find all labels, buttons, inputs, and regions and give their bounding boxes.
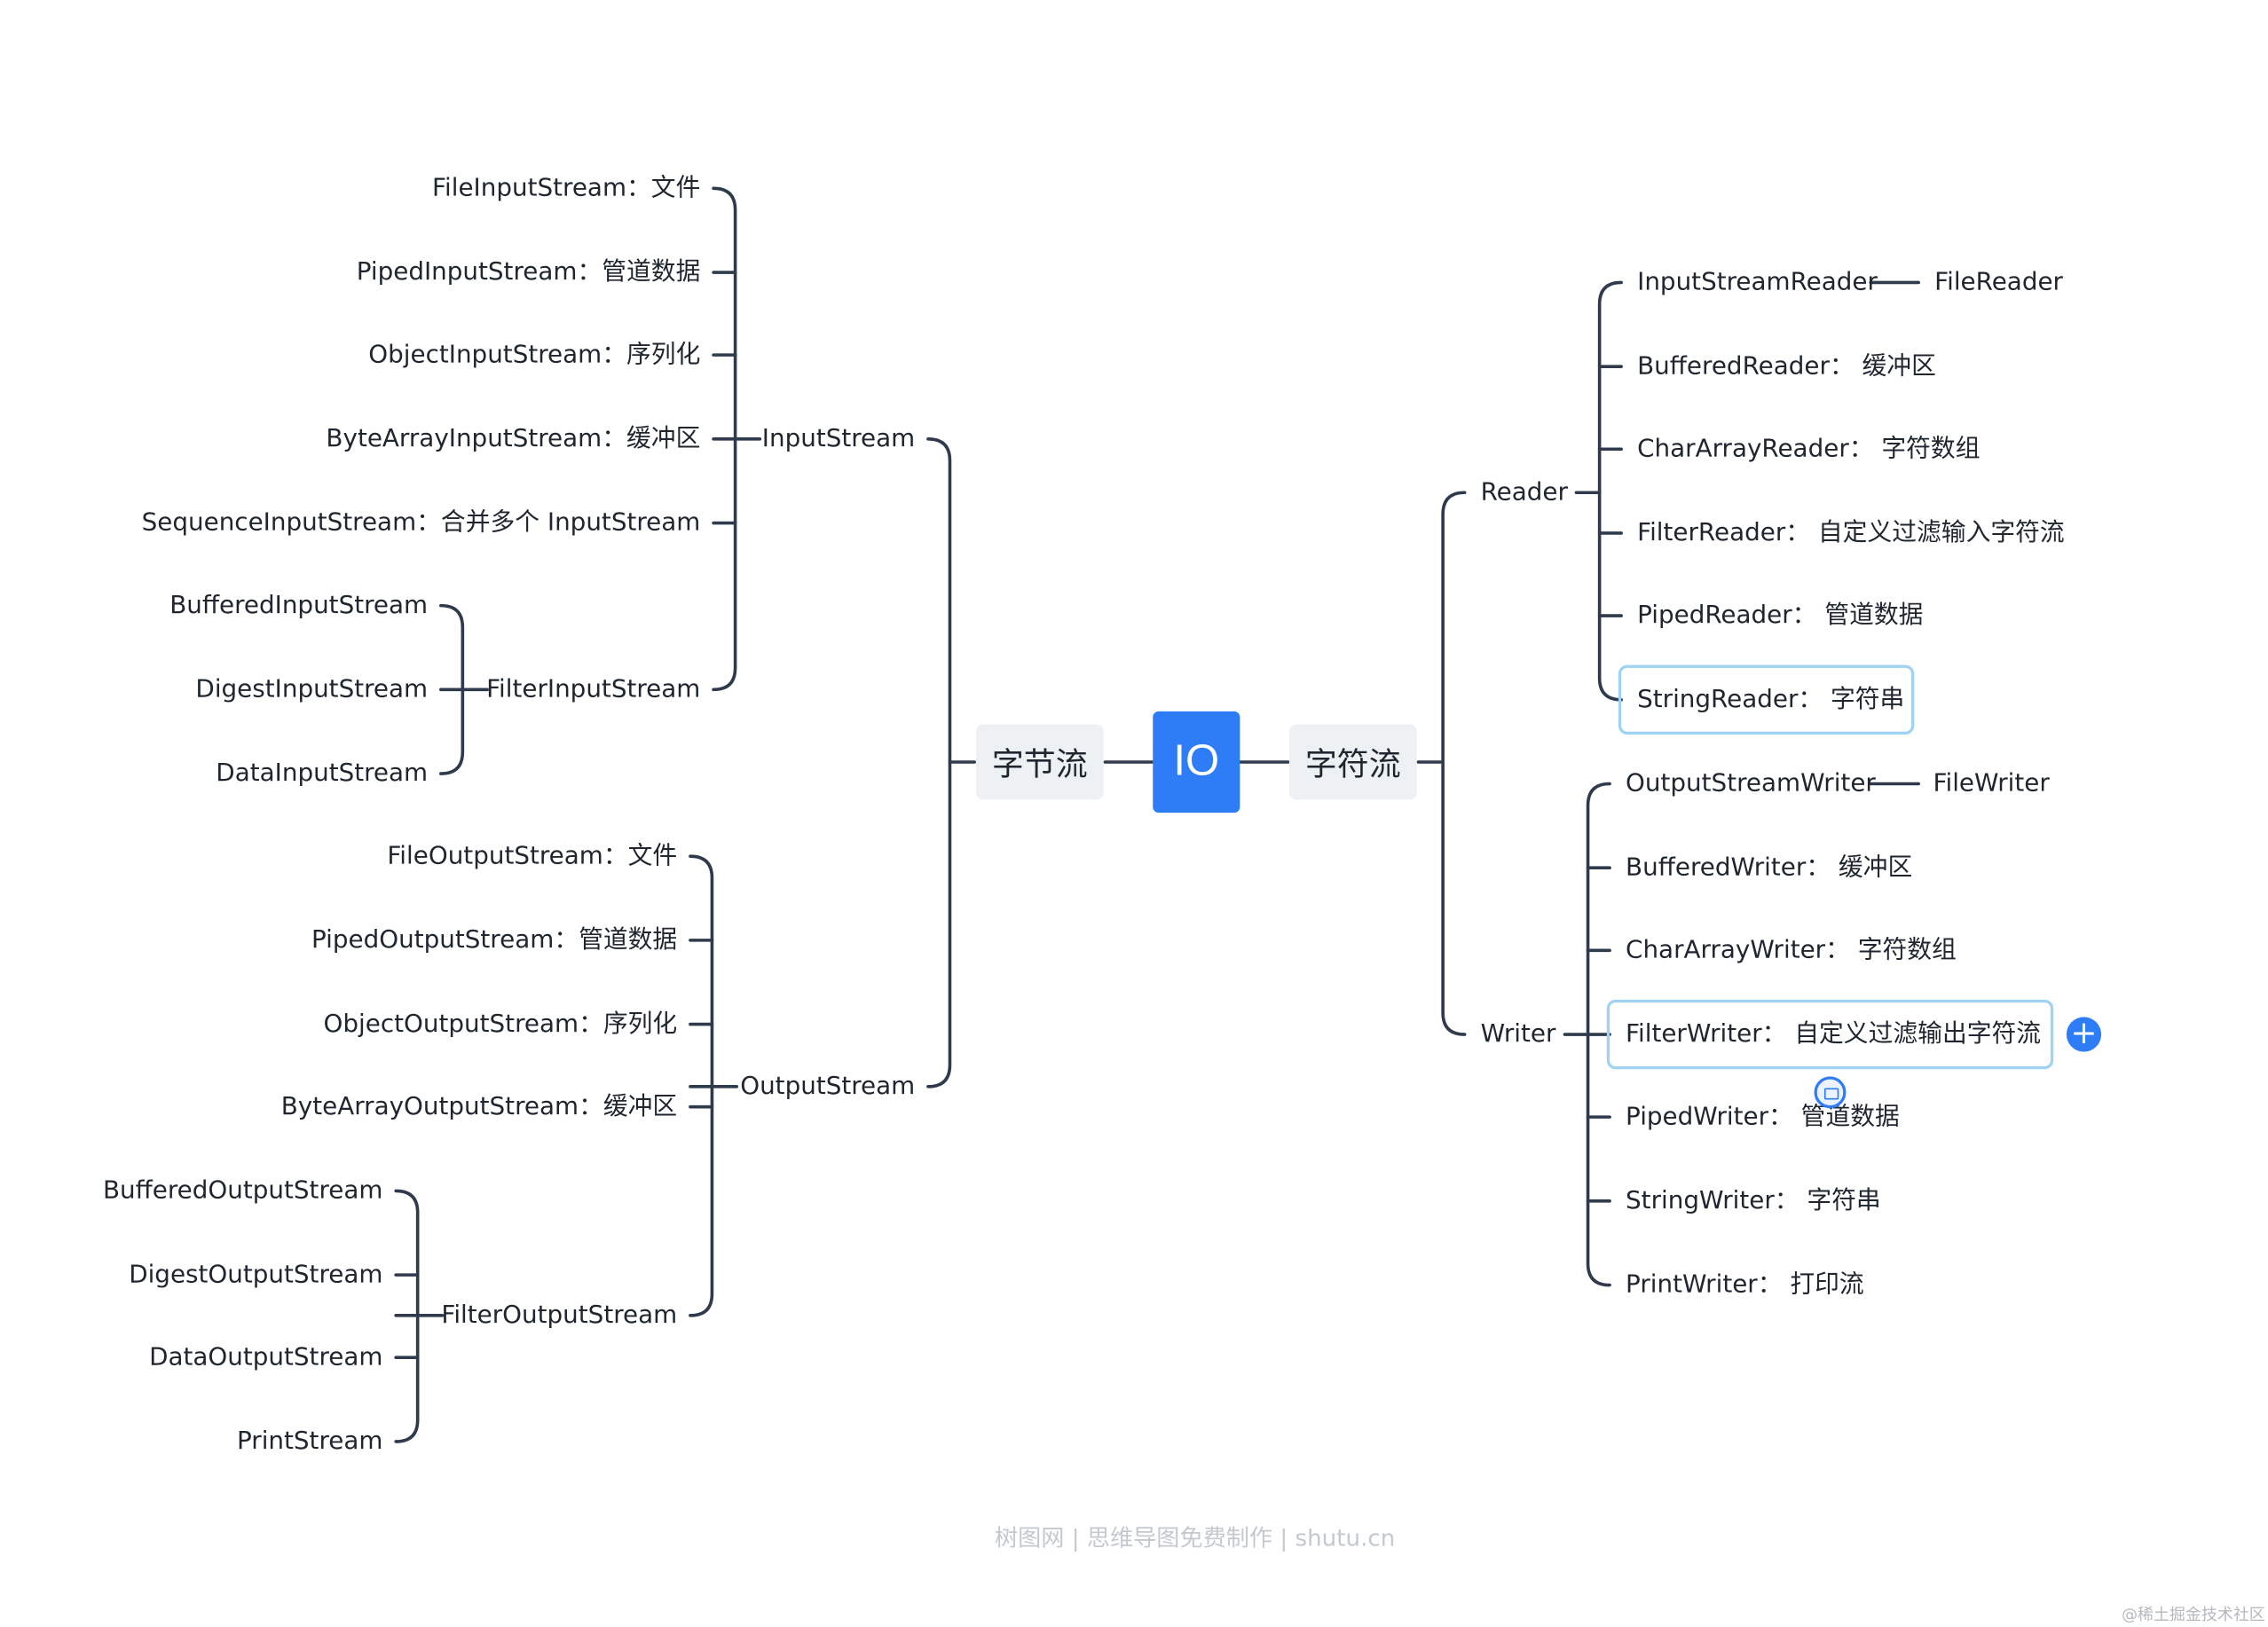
filter-output-item[interactable]: DataOutputStream <box>149 1342 383 1372</box>
selection-box <box>1606 999 2054 1070</box>
filterinputstream-node[interactable]: FilterInputStream <box>486 675 701 704</box>
filter-output-item[interactable]: PrintStream <box>237 1427 383 1457</box>
root-node[interactable]: IO <box>1153 711 1240 814</box>
input-item[interactable]: PipedInputStream：管道数据 <box>356 257 701 287</box>
writer-node[interactable]: Writer <box>1480 1019 1556 1049</box>
corner-mark: @稀土掘金技术社区 <box>2121 1605 2265 1624</box>
input-item[interactable]: SequenceInputStream：合并多个 InputStream <box>141 508 701 538</box>
writer-item[interactable]: PipedWriter： 管道数据 <box>1626 1102 1900 1132</box>
outputstream-node[interactable]: OutputStream <box>740 1072 916 1102</box>
filter-input-item[interactable]: DigestInputStream <box>195 675 429 704</box>
char-stream-label: 字符流 <box>1304 747 1401 784</box>
reader-item[interactable]: InputStreamReader <box>1637 268 1878 297</box>
reader-item[interactable]: CharArrayReader： 字符数组 <box>1637 434 1981 464</box>
writer-item[interactable]: StringWriter： 字符串 <box>1626 1186 1881 1216</box>
byte-stream-label: 字节流 <box>991 747 1088 784</box>
output-item[interactable]: PipedOutputStream：管道数据 <box>311 925 678 955</box>
writer-item[interactable]: BufferedWriter： 缓冲区 <box>1626 853 1913 883</box>
writer-item[interactable]: FilterWriter： 自定义过滤输出字符流 <box>1626 1019 2042 1049</box>
input-item[interactable]: FileInputStream：文件 <box>432 173 701 203</box>
output-item[interactable]: ObjectOutputStream：序列化 <box>323 1010 678 1039</box>
writer-item[interactable]: PrintWriter： 打印流 <box>1626 1270 1864 1300</box>
filter-output-item[interactable]: DigestOutputStream <box>129 1260 383 1290</box>
output-item[interactable]: FileOutputStream：文件 <box>387 841 678 871</box>
input-item[interactable]: ObjectInputStream：序列化 <box>368 340 701 370</box>
input-item[interactable]: ByteArrayInputStream：缓冲区 <box>326 424 701 454</box>
hover-highlight <box>1618 664 1915 735</box>
char-stream-node[interactable]: 字符流 <box>1288 724 1417 800</box>
watermark: 树图网 | 思维导图免费制作 | shutu.cn <box>994 1524 1396 1552</box>
filter-output-item[interactable]: BufferedOutputStream <box>102 1176 383 1206</box>
writer-item[interactable]: OutputStreamWriter <box>1626 769 1876 798</box>
reader-item[interactable]: PipedReader： 管道数据 <box>1637 601 1924 631</box>
reader-item[interactable]: BufferedReader： 缓冲区 <box>1637 351 1936 381</box>
output-item[interactable]: ByteArrayOutputStream：缓冲区 <box>280 1092 678 1122</box>
filter-input-item[interactable]: DataInputStream <box>216 758 429 789</box>
writer-item[interactable]: CharArrayWriter： 字符数组 <box>1626 935 1957 965</box>
tag-icon[interactable] <box>1814 1076 1847 1109</box>
filteroutputstream-node[interactable]: FilterOutputStream <box>441 1301 678 1331</box>
byte-stream-node[interactable]: 字节流 <box>975 724 1104 800</box>
filereader-node[interactable]: FileReader <box>1934 268 2063 297</box>
reader-item[interactable]: FilterReader： 自定义过滤输入字符流 <box>1637 518 2065 548</box>
root-label: IO <box>1173 737 1220 786</box>
filewriter-node[interactable]: FileWriter <box>1933 769 2050 798</box>
reader-item[interactable]: StringReader： 字符串 <box>1637 685 1905 715</box>
filter-input-item[interactable]: BufferedInputStream <box>169 591 429 620</box>
add-node-button[interactable]: + <box>2066 1017 2102 1052</box>
inputstream-node[interactable]: InputStream <box>761 424 916 454</box>
reader-node[interactable]: Reader <box>1480 477 1568 507</box>
